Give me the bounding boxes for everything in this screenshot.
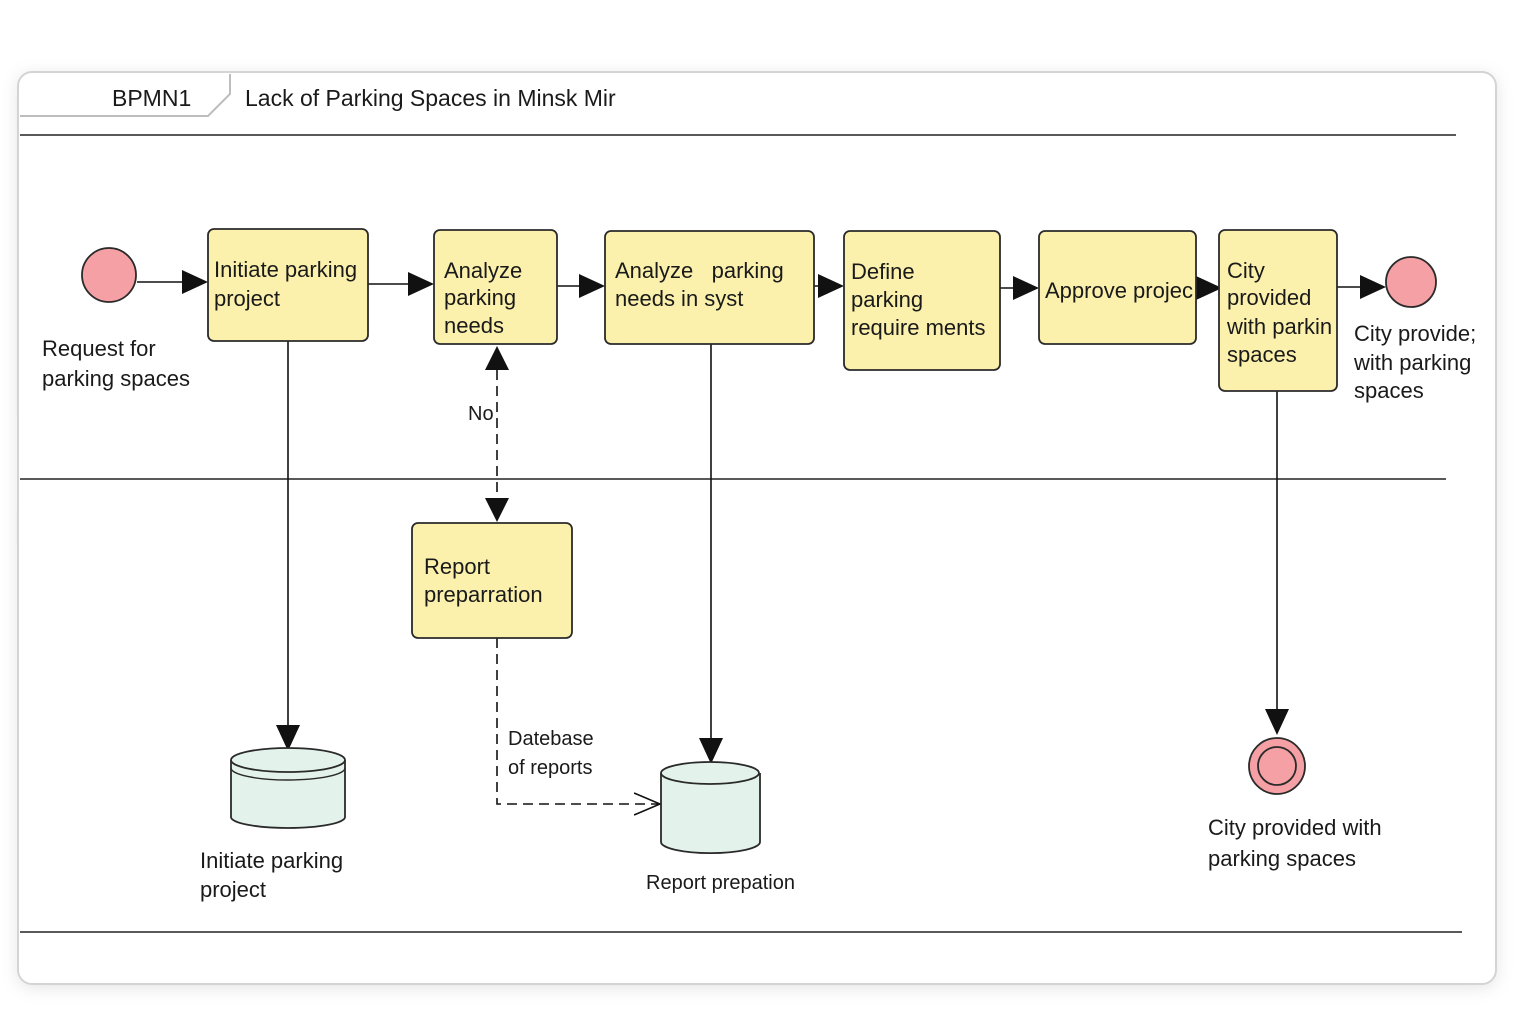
- diagram-title: Lack of Parking Spaces in Minsk Mir: [245, 85, 616, 111]
- arrowhead-up: [485, 346, 509, 370]
- end-event-label: City provide; with parking spaces: [1353, 321, 1482, 403]
- data-store-initiate-label: Initiate parking project: [200, 848, 349, 902]
- task-label: Define parking require ments: [851, 259, 986, 340]
- task-analyze-needs-in-system[interactable]: Analyze parking needs in syst: [0, 0, 827, 345]
- task-initiate-parking-project[interactable]: Initiate parking project: [207, 228, 369, 342]
- task-report-preparation[interactable]: Report preparration: [411, 522, 573, 639]
- start-event[interactable]: [81, 247, 137, 303]
- task-label: Approve projec: [1045, 278, 1193, 303]
- task-label: Analyze parking needs in syst: [0, 0, 827, 311]
- final-end-event[interactable]: [1248, 737, 1306, 795]
- task-define-parking-requirements[interactable]: Define parking require ments: [843, 230, 1001, 371]
- flow-no-label: No: [468, 403, 494, 425]
- task-label: Initiate parking project: [214, 257, 363, 311]
- header-tab: [20, 74, 231, 117]
- task-label: Analyze parking needs: [444, 258, 528, 338]
- data-store-initiate-parking-project[interactable]: [230, 747, 346, 829]
- arrowhead-down: [485, 498, 509, 522]
- flow-report-to-database: [496, 638, 660, 804]
- database-label: Datebase of reports: [508, 728, 599, 779]
- diagram-id: BPMN1: [112, 85, 191, 111]
- end-event[interactable]: [1385, 256, 1437, 308]
- task-label: Report preparration: [424, 554, 543, 607]
- data-store-report-label: Report prepation: [646, 872, 795, 894]
- data-store-report-prepation[interactable]: [660, 761, 761, 854]
- start-event-label: Request for parking spaces: [42, 336, 190, 391]
- task-analyze-parking-needs[interactable]: Analyze parking needs: [433, 229, 558, 345]
- final-end-event-label: City provided with parking spaces: [1208, 815, 1388, 871]
- task-city-provided[interactable]: City provided with parkin spaces: [1218, 229, 1338, 392]
- task-label: City provided with parkin spaces: [1226, 258, 1338, 367]
- task-approve-project[interactable]: Approve projec: [1038, 230, 1197, 345]
